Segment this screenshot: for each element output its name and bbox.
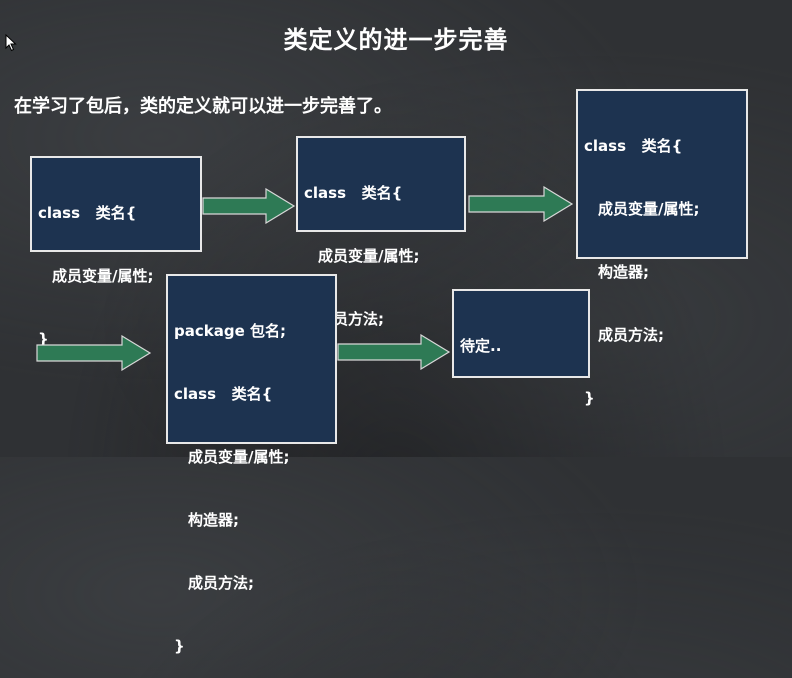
- slide-title: 类定义的进一步完善: [283, 26, 509, 54]
- right-arrow-icon: [337, 334, 451, 370]
- code-line: 成员变量/属性;: [52, 267, 154, 285]
- class-box-pending: 待定..: [452, 289, 590, 378]
- code-line: }: [174, 637, 185, 655]
- class-box-stage-4: package 包名; class 类名{ 成员变量/属性; 构造器; 成员方法…: [166, 274, 337, 655]
- mouse-pointer-icon: [5, 34, 17, 52]
- code-line: 成员变量/属性;: [598, 200, 700, 218]
- code-line: class 类名{: [174, 385, 273, 403]
- code-line: 构造器;: [188, 511, 239, 529]
- code-line: 成员变量/属性;: [188, 448, 290, 466]
- slide-subtitle: 在学习了包后，类的定义就可以进一步完善了。: [14, 96, 392, 117]
- code-line: class 类名{: [38, 204, 137, 222]
- class-box-stage-1: class 类名{ 成员变量/属性; }: [30, 156, 202, 348]
- right-arrow-icon: [202, 188, 296, 224]
- class-box-stage-2: class 类名{ 成员变量/属性; 成员方法; }: [296, 136, 466, 391]
- code-line: 成员方法;: [188, 574, 254, 592]
- code-line: class 类名{: [304, 184, 403, 202]
- code-line: 待定..: [460, 337, 502, 355]
- code-line: }: [584, 389, 595, 407]
- code-line: 成员变量/属性;: [318, 247, 420, 265]
- code-line: 成员方法;: [598, 326, 664, 344]
- code-line: class 类名{: [584, 137, 683, 155]
- code-line: package 包名;: [174, 322, 286, 340]
- right-arrow-icon: [36, 335, 152, 371]
- class-box-stage-3: class 类名{ 成员变量/属性; 构造器; 成员方法; }: [576, 89, 748, 407]
- code-line: 构造器;: [598, 263, 649, 281]
- right-arrow-icon: [468, 186, 574, 222]
- code-line: }: [38, 330, 49, 348]
